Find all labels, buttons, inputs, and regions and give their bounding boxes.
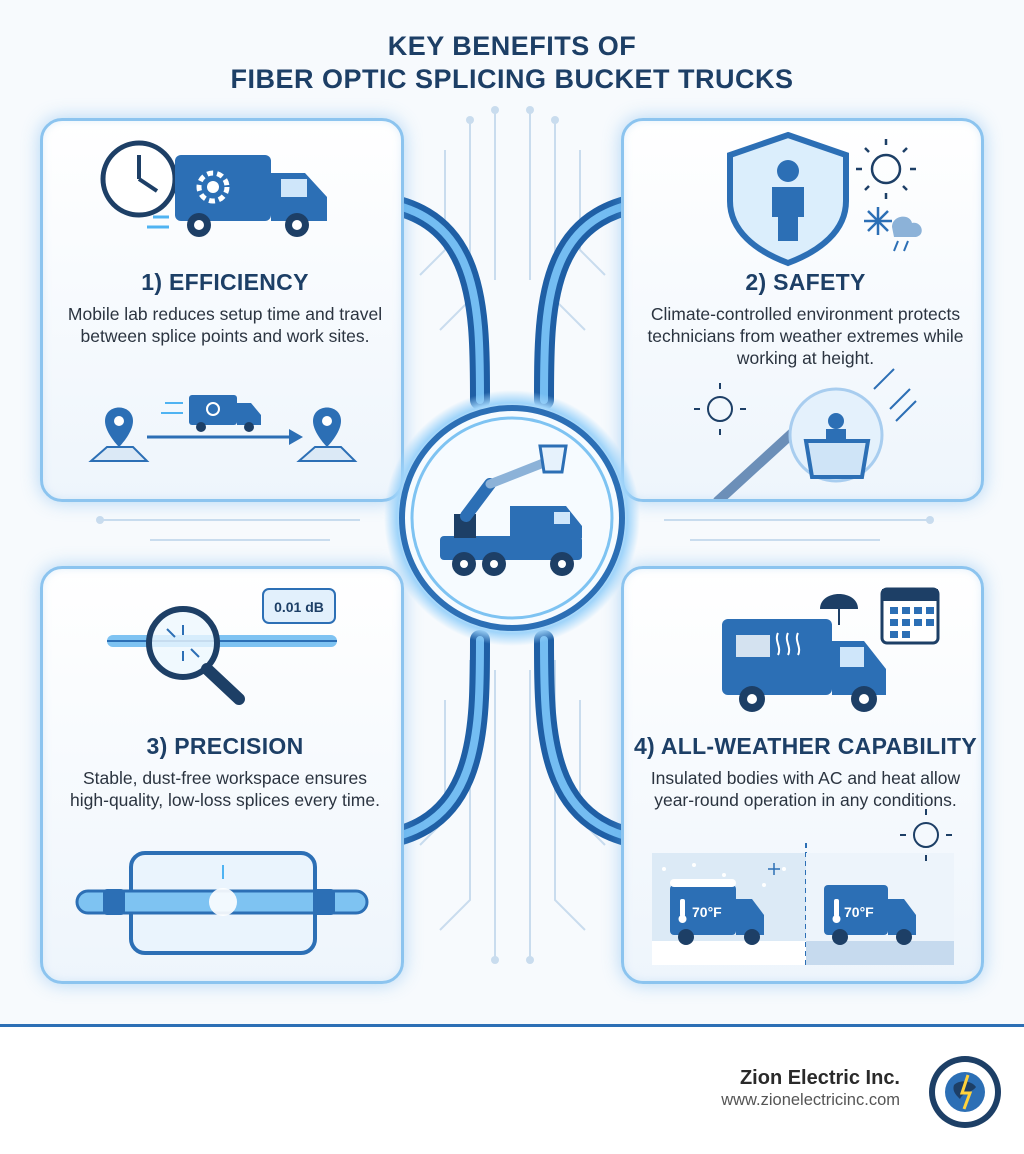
precision-description: Stable, dust-free workspace ensures high… [70,768,380,810]
footer [0,1027,1024,1154]
efficiency-card: 1) EFFICIENCY Mobile lab reduces setup t… [40,118,404,502]
small-van-icon [161,395,261,432]
bucket-icon [788,387,884,483]
safety-heading: 2) SAFETY [745,269,866,295]
sun-icon [856,139,916,199]
magnifier-icon [146,606,245,705]
page-title: KEY BENEFITS OF FIBER OPTIC SPLICING BUC… [0,30,1024,96]
fiber-icon [107,635,337,647]
thermometer-icon [678,899,841,923]
person-icon [772,160,804,241]
van-icon [175,155,327,237]
truck-icon [722,619,886,712]
sun-icon [900,809,952,861]
all-weather-heading: 4) ALL-WEATHER CAPABILITY [633,733,978,759]
efficiency-description: Mobile lab reduces setup time and travel… [67,304,383,346]
rain-cloud-icon [892,216,922,252]
precision-illustration: 0.01 dB [75,588,369,955]
all-weather-card: 70°F 70°F 4) ALL-WEATHER CAPABILITY Insu… [621,566,984,984]
summer-panel [806,853,954,965]
safety-illustration [694,131,922,499]
precision-card: 0.01 dB 3) PRECISION Stable, dust-free w… [40,566,404,984]
measurement-badge: 0.01 dB [262,588,336,624]
hot-temp-label: 70°F [844,904,874,920]
company-name: Zion Electric Inc. [739,1067,900,1089]
efficiency-heading: 1) EFFICIENCY [141,269,309,295]
snowflake-icon [864,207,892,235]
title-line-2: FIBER OPTIC SPLICING BUCKET TRUCKS [230,64,794,94]
bucket-truck-icon [440,444,582,576]
all-weather-description: Insulated bodies with AC and heat allow … [650,768,961,810]
precision-heading: 3) PRECISION [146,733,304,759]
arrow-right-icon [147,429,303,445]
safety-description: Climate-controlled environment protects … [647,304,964,368]
footer-divider [0,1024,1024,1027]
gear-icon [196,170,230,204]
splice-enclosure-icon [75,851,369,955]
map-pin-icon [296,407,358,462]
clock-icon [100,140,178,218]
measurement-label: 0.01 dB [274,599,324,615]
calendar-icon [880,587,940,645]
title-line-1: KEY BENEFITS OF [387,31,637,61]
sun-icon [694,383,746,435]
winter-panel [652,853,806,965]
company-logo-icon [929,1056,1001,1128]
umbrella-icon [820,594,858,625]
safety-card: 2) SAFETY Climate-controlled environment… [621,118,984,502]
cold-temp-label: 70°F [692,904,722,920]
all-weather-illustration: 70°F 70°F [652,587,954,965]
efficiency-illustration [88,140,358,462]
map-pin-icon [88,407,150,462]
bucket-truck-hub [384,390,640,646]
website-link[interactable]: www.zionelectricinc.com [721,1091,900,1109]
